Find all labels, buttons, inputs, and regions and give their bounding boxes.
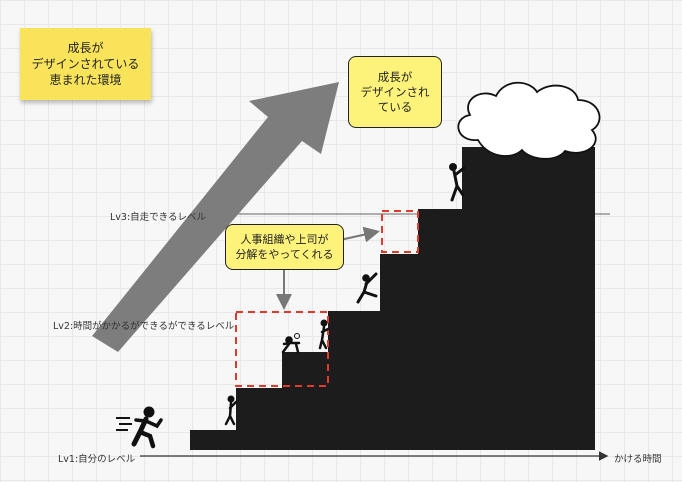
- x-axis-label: かける時間: [614, 454, 662, 465]
- runner-icon: [116, 406, 163, 449]
- stair-step-7: [462, 147, 595, 211]
- staircase: [190, 147, 595, 450]
- stair-step-4: [328, 311, 595, 354]
- cloud-icon: [457, 81, 601, 160]
- callout-arrow-right: [339, 226, 380, 243]
- stair-step-2: [236, 388, 595, 432]
- dashed-box-lower: [235, 311, 329, 387]
- climber-icon: [449, 163, 466, 202]
- stair-step-5: [380, 254, 595, 313]
- growth-arrow: [92, 82, 339, 352]
- level-label-lv1: Lv1:自分のレベル: [58, 454, 136, 465]
- tired-person-icon: [281, 333, 301, 354]
- sticky-note[interactable]: 成長が デザインされている 恵まれた環境: [20, 28, 151, 100]
- stair-step-6: [418, 209, 595, 256]
- dashed-box-upper: [381, 210, 419, 253]
- stair-step-3: [282, 352, 595, 390]
- level-label-lv2: Lv2:時間がかかるができるができるレベル: [53, 321, 235, 332]
- callout-growth-designed[interactable]: 成長が デザインされ ている: [348, 56, 442, 128]
- climber-icon: [356, 272, 378, 304]
- level-label-lv3: Lv3:自走できるレベル: [110, 212, 206, 223]
- callout-decomposition[interactable]: 人事組織や上司が 分解をやってくれる: [225, 224, 344, 270]
- climber-icon: [318, 319, 330, 350]
- climber-icon: [224, 395, 238, 426]
- stair-step-1: [190, 430, 595, 450]
